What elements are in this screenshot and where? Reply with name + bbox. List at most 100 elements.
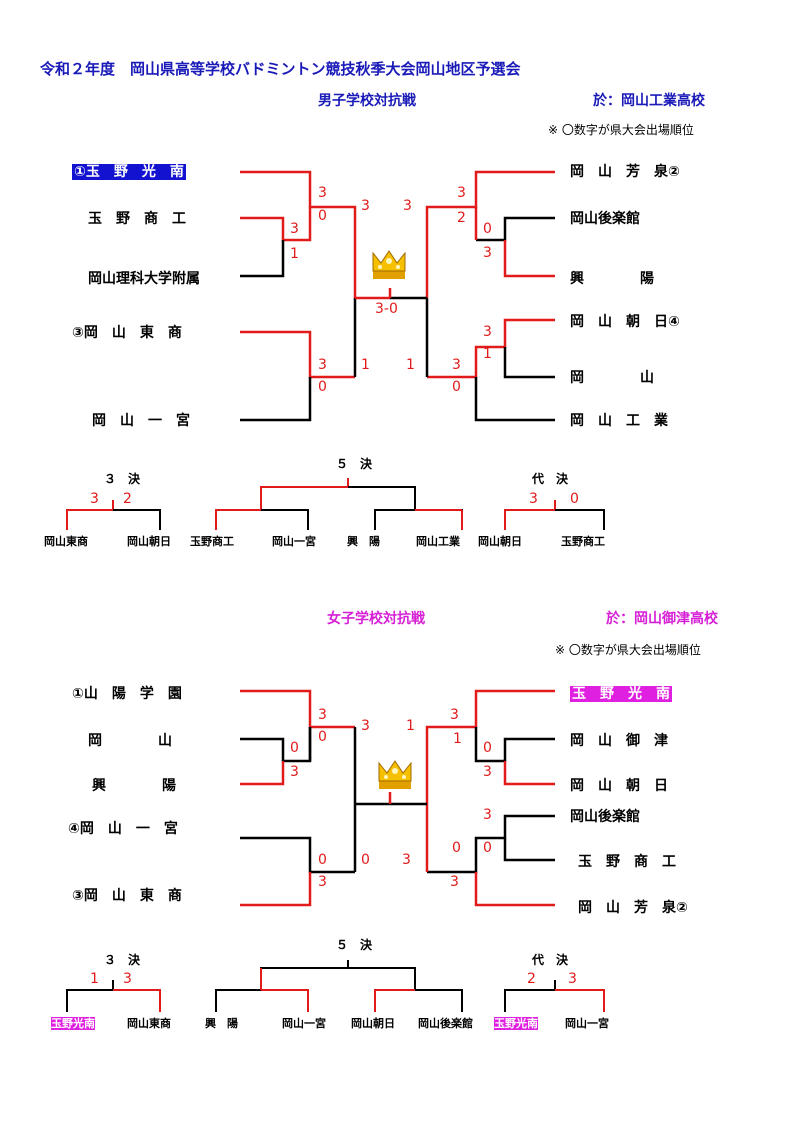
boys-third-team: 岡山東商: [44, 535, 88, 548]
crown-icon: [372, 250, 406, 279]
boys-rep-score: 3: [529, 491, 538, 507]
boys-score: 0: [452, 379, 461, 395]
girls-score: 3: [318, 874, 327, 890]
boys-score: 1: [361, 357, 370, 373]
boys-score: 0: [318, 208, 327, 224]
boys-rep-team: 岡山朝日: [478, 535, 522, 548]
boys-rep-score: 0: [570, 491, 579, 507]
boys-right-team-1: 岡 山 芳 泉②: [570, 164, 680, 180]
girls-right-team-4: 岡山後楽館: [570, 809, 640, 825]
girls-left-team-5: ③岡 山 東 商: [72, 888, 182, 904]
boys-left-team-1: ①玉 野 光 南: [72, 164, 186, 180]
girls-score: 3: [318, 707, 327, 723]
boys-score: 0: [318, 379, 327, 395]
girls-right-team-5: 玉 野 商 工: [578, 854, 676, 870]
girls-rep-score: 2: [527, 971, 536, 987]
girls-rep-score: 3: [568, 971, 577, 987]
boys-right-team-6: 岡 山 工 業: [570, 413, 668, 429]
girls-fifth-team: 興 陽: [205, 1017, 238, 1030]
boys-score: 3: [290, 221, 299, 237]
boys-fifth-team: 興 陽: [347, 535, 380, 548]
boys-left-team-5: 岡 山 一 宮: [92, 413, 190, 429]
girls-score: 0: [361, 852, 370, 868]
boys-score: 1: [290, 246, 299, 262]
boys-final-score: 3-0: [375, 301, 398, 317]
girls-score: 1: [453, 731, 462, 747]
girls-note: ※ 〇数字が県大会出場順位: [555, 643, 701, 657]
boys-fifth-team: 岡山工業: [416, 535, 460, 548]
boys-score: 3: [483, 324, 492, 340]
girls-fifth-team: 岡山朝日: [351, 1017, 395, 1030]
boys-score: 2: [457, 210, 466, 226]
girls-score: 0: [290, 740, 299, 756]
boys-score: 3: [483, 245, 492, 261]
boys-right-team-2: 岡山後楽館: [570, 211, 640, 227]
girls-score: 3: [290, 764, 299, 780]
boys-score: 3: [457, 185, 466, 201]
boys-third-score: 3: [90, 491, 99, 507]
girls-fifth-label: ５ 決: [336, 938, 373, 952]
boys-left-team-4: ③岡 山 東 商: [72, 325, 182, 341]
girls-score: 0: [318, 852, 327, 868]
boys-right-team-5: 岡 山: [570, 370, 654, 386]
girls-right-team-1: 玉 野 光 南: [570, 686, 672, 702]
boys-rep-team: 玉野商工: [561, 535, 605, 548]
boys-fifth-label: ５ 決: [336, 457, 373, 471]
girls-score: 0: [483, 840, 492, 856]
girls-right-team-3: 岡 山 朝 日: [570, 778, 668, 794]
girls-fifth-team: 岡山一宮: [282, 1017, 326, 1030]
boys-score: 0: [483, 221, 492, 237]
girls-third-label: ３ 決: [104, 953, 141, 967]
girls-score: 1: [406, 718, 415, 734]
boys-third-score: 2: [123, 491, 132, 507]
girls-fifth-team: 岡山後楽館: [418, 1017, 473, 1030]
girls-left-team-3: 興 陽: [92, 778, 176, 794]
boys-score: 1: [406, 357, 415, 373]
girls-heading: 女子学校対抗戦: [327, 611, 425, 627]
boys-left-team-3: 岡山理科大学附属: [88, 271, 200, 287]
girls-right-team-6: 岡 山 芳 泉②: [578, 900, 688, 916]
boys-score: 1: [483, 346, 492, 362]
girls-left-team-1: ①山 陽 学 園: [72, 686, 182, 702]
girls-third-team: 岡山東商: [127, 1017, 171, 1030]
boys-score: 3: [403, 198, 412, 214]
boys-score: 3: [318, 357, 327, 373]
girls-rep-label: 代 決: [532, 953, 569, 967]
boys-third-label: ３ 決: [104, 472, 141, 486]
girls-rep-team: 岡山一宮: [565, 1017, 609, 1030]
girls-left-team-2: 岡 山: [88, 733, 172, 749]
girls-score: 3: [361, 718, 370, 734]
boys-heading: 男子学校対抗戦: [318, 93, 416, 109]
girls-score: 0: [452, 840, 461, 856]
girls-score: 3: [402, 852, 411, 868]
boys-rep-label: 代 決: [532, 472, 569, 486]
boys-third-team: 岡山朝日: [127, 535, 171, 548]
boys-right-team-3: 興 陽: [570, 271, 654, 287]
girls-right-team-2: 岡 山 御 津: [570, 733, 668, 749]
girls-score: 3: [450, 707, 459, 723]
crown-icon: [378, 760, 412, 789]
girls-score: 3: [450, 874, 459, 890]
boys-note: ※ 〇数字が県大会出場順位: [548, 123, 694, 137]
boys-score: 3: [452, 357, 461, 373]
boys-fifth-team: 玉野商工: [190, 535, 234, 548]
boys-score: 3: [318, 185, 327, 201]
boys-right-team-4: 岡 山 朝 日④: [570, 314, 680, 330]
girls-third-team: 玉野光南: [51, 1017, 95, 1030]
girls-score: 0: [483, 740, 492, 756]
boys-score: 3: [361, 198, 370, 214]
boys-venue: 於：岡山工業高校: [593, 93, 705, 109]
boys-left-team-2: 玉 野 商 工: [88, 211, 186, 227]
girls-score: 3: [483, 807, 492, 823]
girls-left-team-4: ④岡 山 一 宮: [68, 821, 178, 837]
girls-third-score: 1: [90, 971, 99, 987]
girls-venue: 於：岡山御津高校: [606, 611, 718, 627]
girls-score: 3: [483, 764, 492, 780]
girls-score: 0: [318, 729, 327, 745]
boys-fifth-team: 岡山一宮: [272, 535, 316, 548]
girls-rep-team: 玉野光南: [494, 1017, 538, 1030]
girls-third-score: 3: [123, 971, 132, 987]
page-title: 令和２年度 岡山県高等学校バドミントン競技秋季大会岡山地区予選会: [40, 60, 521, 78]
